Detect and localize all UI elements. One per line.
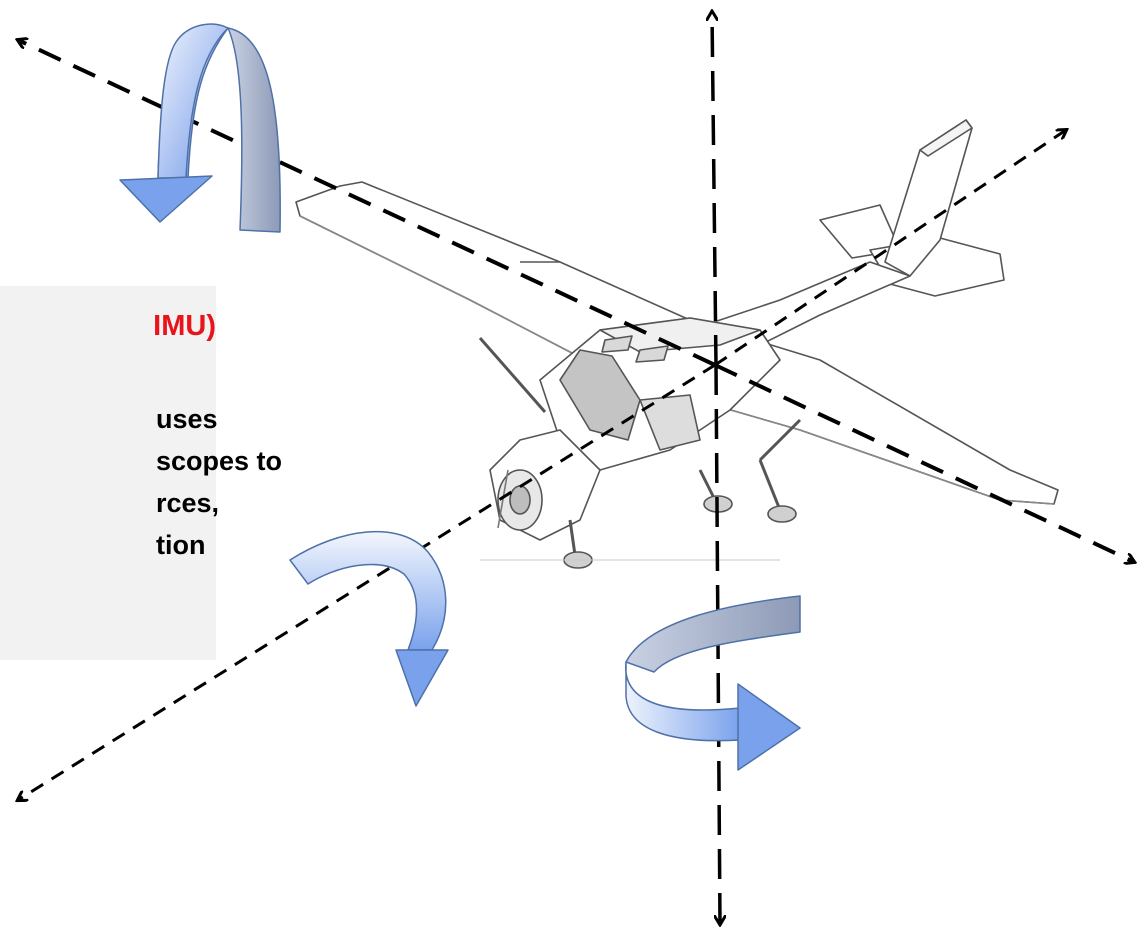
- imu-info-box: IMU) uses scopes to rces, tion: [0, 286, 282, 660]
- info-box-line-3: rces,: [156, 488, 220, 518]
- info-box-title: IMU): [153, 310, 216, 342]
- roll-axis-upper: [18, 40, 716, 367]
- yaw-arrow-icon: [625, 595, 801, 771]
- info-box-line-2: scopes to: [156, 446, 283, 476]
- roll-arrow-icon: [119, 23, 281, 233]
- yaw-axis-upper: [712, 12, 716, 366]
- info-box-line-1: uses: [156, 404, 218, 434]
- pitch-arrow-icon: [289, 530, 449, 707]
- roll-axis-lower: [714, 363, 1134, 562]
- pitch-axis-lower: [18, 363, 716, 800]
- airplane-icon: [295, 119, 1059, 569]
- info-box-line-4: tion: [156, 530, 206, 560]
